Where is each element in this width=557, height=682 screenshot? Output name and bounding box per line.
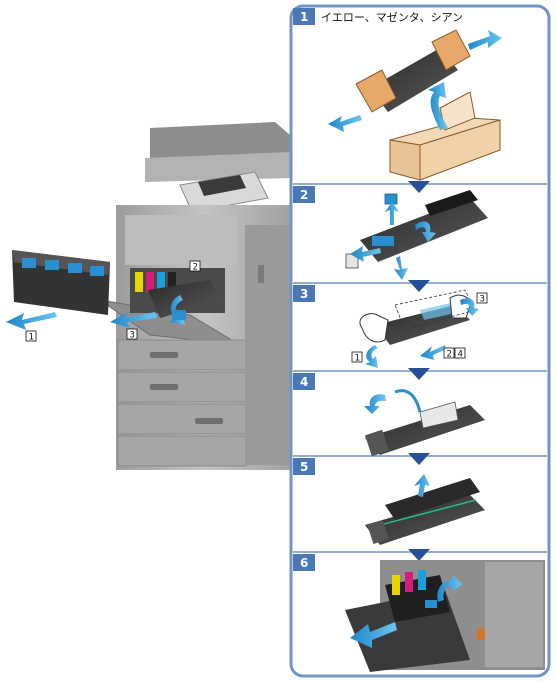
- callout-remove-waste-box: 1: [25, 330, 37, 343]
- svg-text:1: 1: [355, 354, 360, 364]
- svg-text:5: 5: [300, 460, 308, 474]
- svg-text:4: 4: [458, 350, 463, 360]
- svg-text:1: 1: [300, 10, 308, 24]
- arrow-push-icon: [420, 345, 447, 360]
- steps-panel: 1 2 3 4 5 6 イエロー、マゼンタ、シアン: [289, 4, 551, 678]
- svg-text:2: 2: [193, 263, 198, 273]
- arrow-lift-cover-icon: [414, 474, 430, 497]
- svg-text:3: 3: [300, 287, 308, 301]
- svg-text:3: 3: [480, 295, 485, 305]
- arrow-out-right-icon: [468, 30, 502, 50]
- arrow-rotate-right-icon: [460, 298, 479, 316]
- step-badge-4: 4: [293, 373, 315, 390]
- callout-pull-unit: 3: [126, 328, 138, 341]
- svg-text:2: 2: [300, 188, 308, 202]
- arrow-peel-icon: [364, 394, 386, 414]
- step1-illustration: [328, 29, 502, 181]
- panel-frame: [289, 4, 551, 678]
- step3-illustration: 1 2 4 3: [351, 289, 488, 368]
- callout-open-door: 2: [189, 260, 201, 273]
- arrow-pull-icon: [110, 312, 157, 328]
- drum-unit-machine: [148, 280, 222, 318]
- arrow-curve-cap-icon: [415, 221, 436, 242]
- step-badge-5: 5: [293, 458, 315, 475]
- step2-illustration: [345, 190, 488, 280]
- svg-text:2: 2: [447, 350, 452, 360]
- arrow-insert-icon: [350, 622, 397, 648]
- arrow-out-left-icon: [328, 115, 362, 132]
- arrow-down-cap-icon: [394, 256, 408, 280]
- step-badge-3: 3: [293, 285, 315, 302]
- arrow-up-cap-icon: [385, 202, 399, 225]
- step3-callout-c: 3: [476, 292, 488, 305]
- copier-machine: [99, 122, 292, 470]
- arrow-left-cap-icon: [350, 246, 381, 262]
- step3-callout-a: 1: [351, 351, 363, 364]
- waste-toner-box: [12, 250, 110, 315]
- step-badge-2: 2: [293, 186, 315, 203]
- svg-text:6: 6: [300, 556, 308, 570]
- arrow-rotate-lock-icon: [437, 574, 462, 602]
- step6-illustration: [345, 560, 545, 672]
- svg-text:4: 4: [300, 375, 308, 389]
- step3-callout-b: 2: [443, 347, 455, 360]
- step4-illustration: [364, 389, 485, 457]
- arrow-lift-icon: [428, 82, 448, 130]
- svg-text:1: 1: [29, 333, 34, 343]
- svg-text:3: 3: [130, 331, 135, 341]
- left-hand-icon: [359, 313, 389, 343]
- step5-illustration: [365, 474, 485, 545]
- step-arrows: [408, 181, 430, 561]
- arrow-remove-box-icon: [6, 312, 57, 330]
- step-badge-1: 1: [293, 8, 315, 25]
- arrow-rotate-left-icon: [365, 345, 378, 368]
- step1-title: イエロー、マゼンタ、シアン: [321, 11, 463, 24]
- step3-callout-d: 4: [454, 347, 466, 360]
- step-badge-6: 6: [293, 554, 315, 571]
